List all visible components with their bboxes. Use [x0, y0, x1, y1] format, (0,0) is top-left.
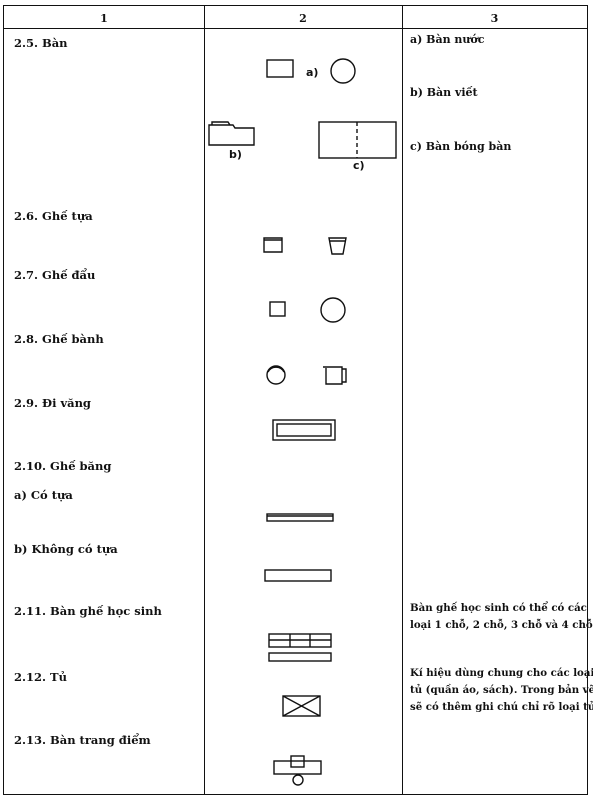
note-hoc-sinh-line-2: loại 1 chỗ, 2 chỗ, 3 chỗ và 4 chỗ: [410, 619, 593, 631]
ban-trang-diem-guong: [290, 755, 305, 768]
row-label-tu: 2.12. Tủ: [14, 670, 67, 684]
ghe-hoc-sinh-symbol: [268, 652, 332, 662]
row-label-ban-ghe-hoc-sinh: 2.11. Bàn ghế học sinh: [14, 604, 162, 618]
symbol-label-b: b): [229, 148, 242, 161]
ban-trang-diem-ghe: [292, 774, 304, 786]
column-divider-2: [402, 6, 403, 794]
symbol-label-a: a): [306, 66, 318, 79]
ghe-bang-khong-tua-symbol: [264, 569, 332, 582]
column-header-1: 1: [100, 12, 108, 25]
column-header-3: 3: [490, 12, 499, 25]
symbol-label-c: c): [353, 159, 365, 172]
di-vang-symbol: [272, 419, 336, 441]
row-label-ghe-banh: 2.8. Ghế bành: [14, 332, 104, 346]
tu-cross-2: [282, 695, 321, 717]
ghe-banh-vuong-symbol: [323, 366, 347, 385]
ghe-banh-tron-tua: [267, 366, 285, 373]
ghe-banh-tron-symbol: [266, 365, 286, 385]
row-label-di-vang: 2.9. Đi văng: [14, 396, 91, 410]
header-divider: [4, 28, 587, 29]
ghe-dau-tron-symbol: [320, 297, 346, 323]
row-label-khong-co-tua: b) Không có tựa: [14, 542, 118, 556]
ghe-dau-vuong-symbol: [269, 301, 286, 317]
row-label-ban-trang-diem: 2.13. Bàn trang điểm: [14, 733, 151, 747]
tu-symbol: [282, 695, 321, 717]
row-label-ghe-dau: 2.7. Ghế đẩu: [14, 268, 96, 282]
note-ban-nuoc: a) Bàn nước: [410, 33, 485, 46]
note-ban-viet: b) Bàn viết: [410, 86, 478, 99]
note-tu-line-1: Kí hiệu dùng chung cho các loại: [410, 667, 593, 679]
column-header-2: 2: [299, 12, 307, 25]
note-hoc-sinh-line-1: Bàn ghế học sinh có thể có các: [410, 602, 587, 614]
note-tu-line-2: tủ (quần áo, sách). Trong bản vẽ: [410, 684, 593, 696]
column-divider-1: [204, 6, 205, 794]
note-tu-line-3: sẽ có thêm ghi chú chỉ rõ loại tủ: [410, 701, 593, 713]
furniture-symbol-table: 1 2 3 2.5. Bàn 2.6. Ghế tựa 2.7. Ghế đẩu…: [3, 5, 593, 795]
row-label-ghe-tua: 2.6. Ghế tựa: [14, 209, 93, 223]
row-label-ghe-bang: 2.10. Ghế băng: [14, 459, 112, 473]
ghe-tua-symbol-1: [263, 237, 283, 253]
di-vang-dem: [276, 423, 332, 437]
ban-nuoc-symbol: [266, 59, 294, 78]
note-ban-bong-ban: c) Bàn bóng bàn: [410, 140, 512, 153]
row-label-ban: 2.5. Bàn: [14, 36, 68, 50]
ban-trang-diem-symbol: [273, 760, 322, 775]
ban-viet-symbol: [208, 121, 255, 146]
ghe-tua-symbol-2: [328, 237, 347, 255]
ban-tron-symbol: [330, 58, 356, 84]
ghe-bang-co-tua-symbol: [266, 513, 334, 522]
row-label-co-tua: a) Có tựa: [14, 488, 73, 502]
